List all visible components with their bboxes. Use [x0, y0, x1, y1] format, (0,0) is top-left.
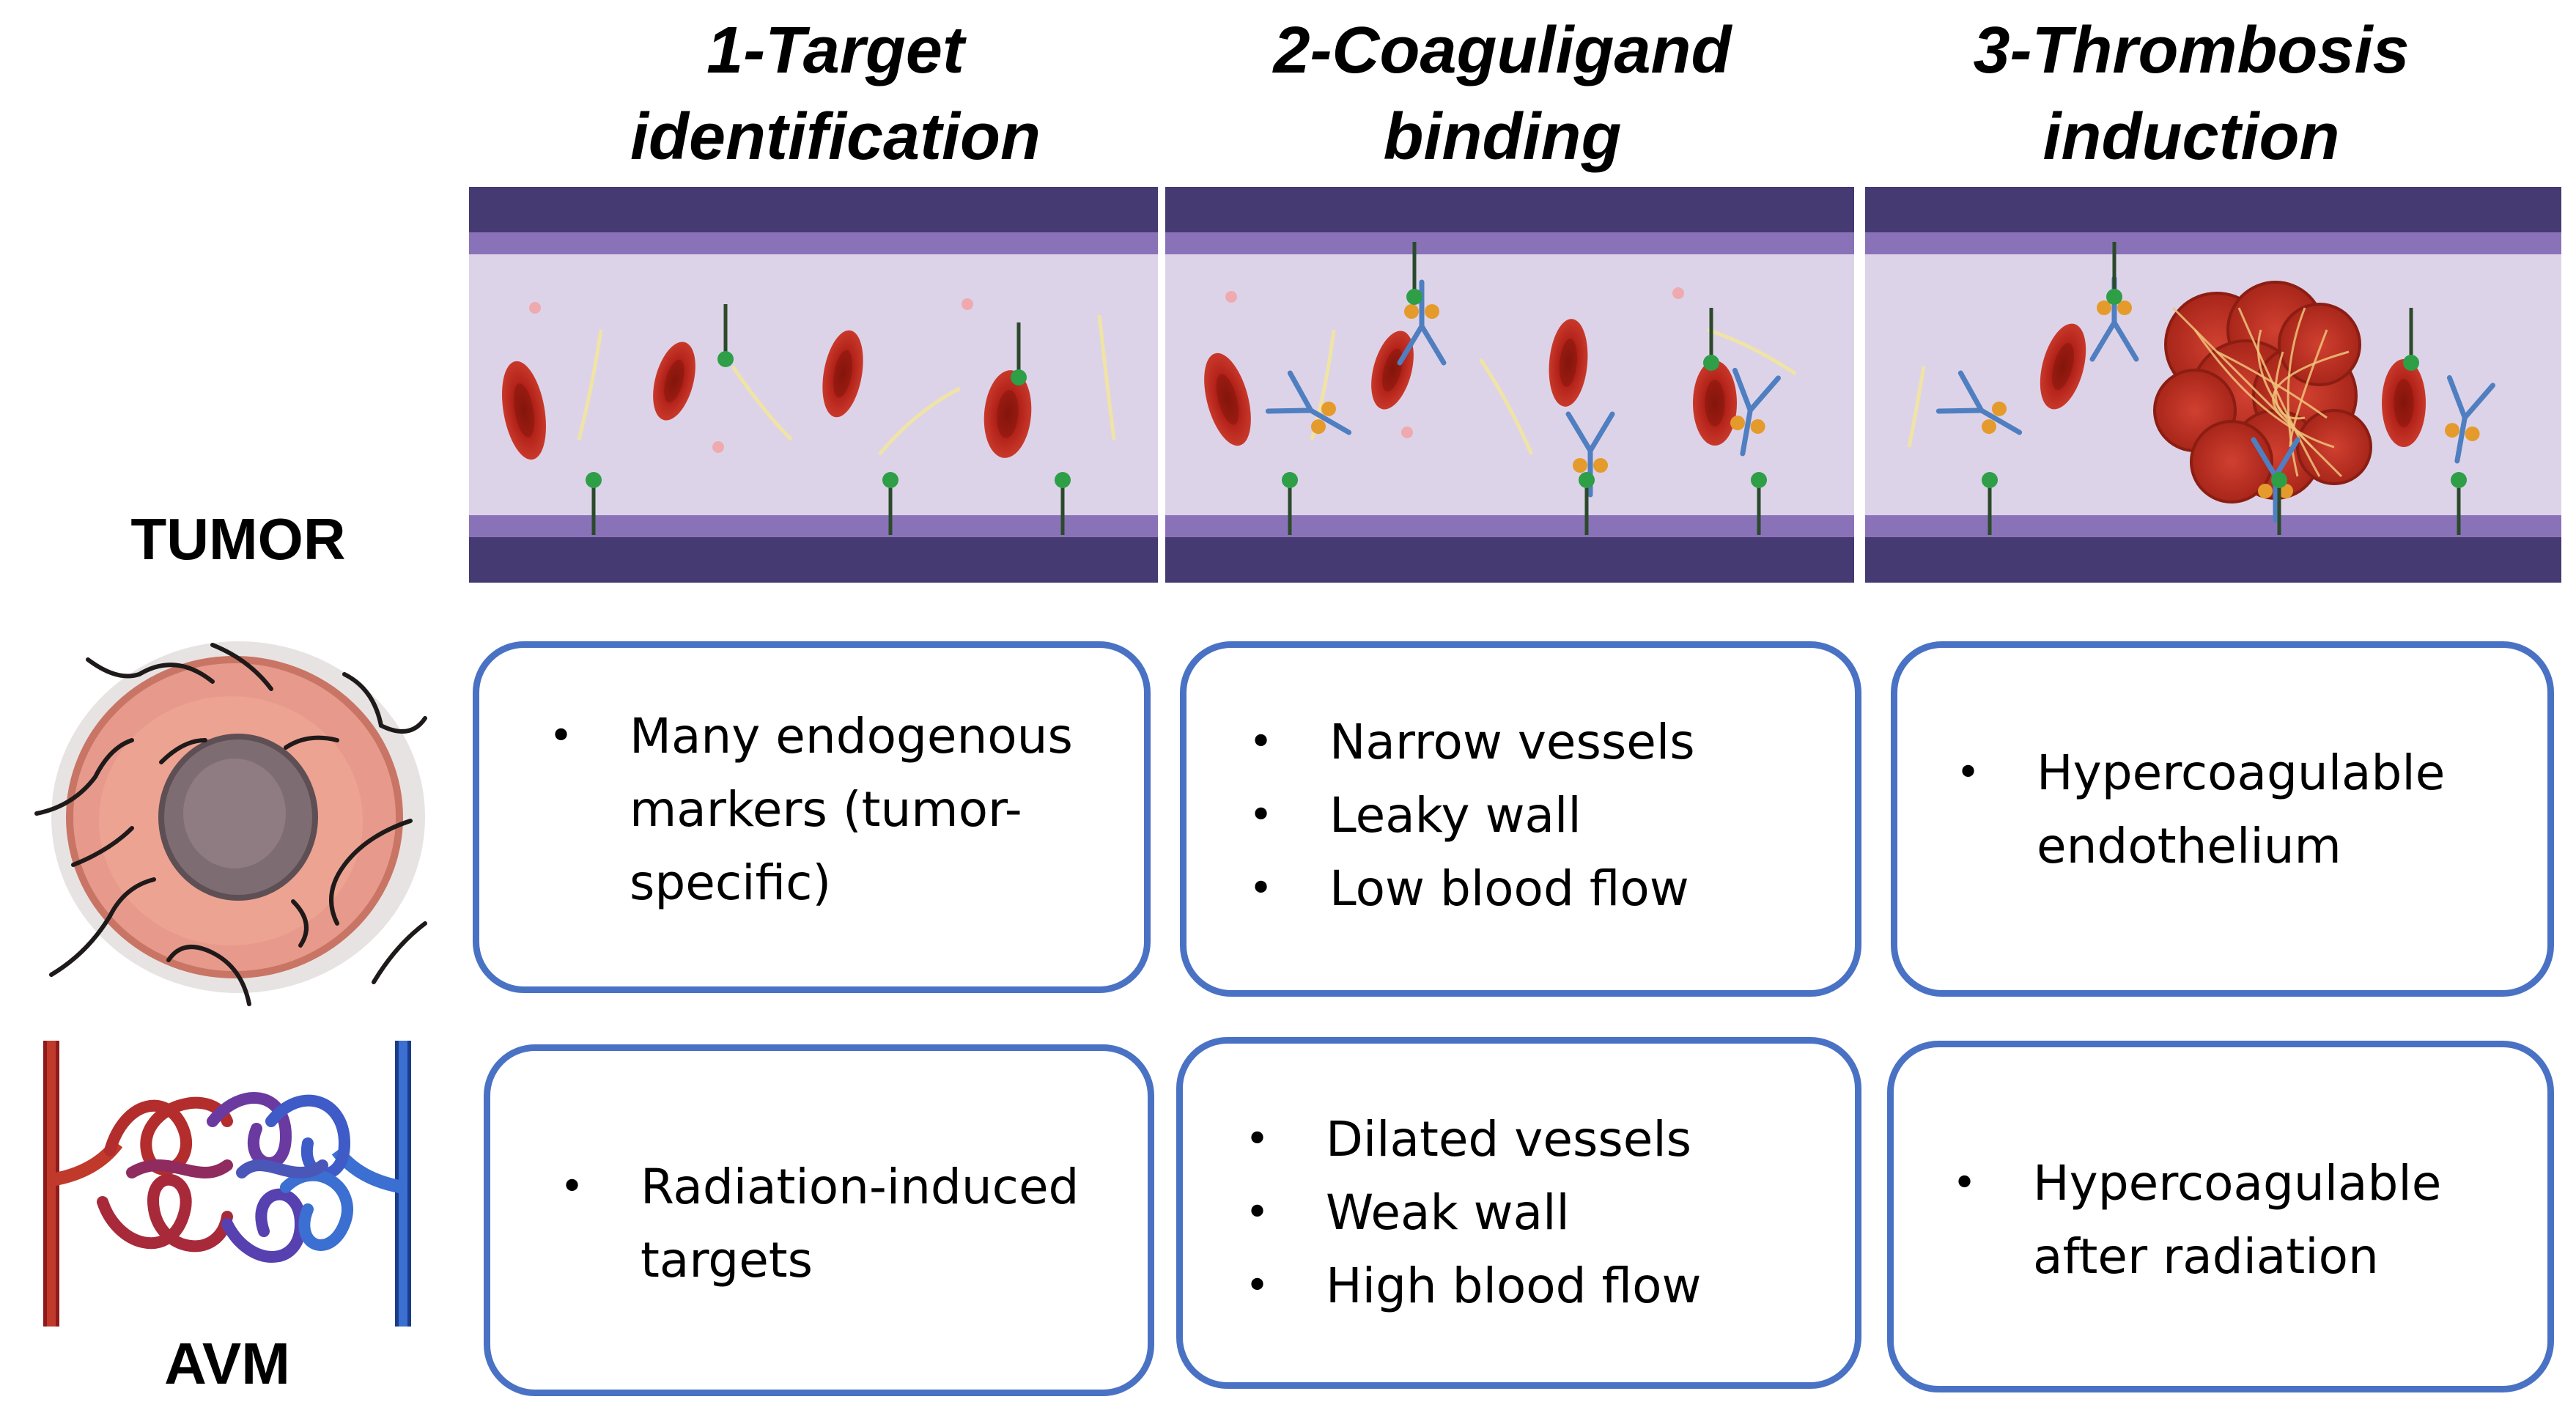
coaguligand-antibody: [1730, 367, 1781, 457]
avm-col3-item: Hypercoagulable after radiation: [1952, 1147, 2465, 1294]
tumor-box-target-identification: Many endogenous markers (tumor-specific): [473, 641, 1151, 993]
target-marker: [1751, 472, 1767, 488]
tumor-col1-item: Many endogenous markers (tumor-specific): [549, 700, 1077, 920]
red-blood-cell: [2382, 359, 2426, 447]
platelet: [1401, 427, 1413, 438]
red-blood-cell: [2040, 323, 2086, 410]
fibrin-strand: [1907, 366, 1926, 448]
tumor-col2-item-2: Leaky wall: [1249, 779, 1695, 852]
avm-box-thrombosis-induction: Hypercoagulable after radiation: [1887, 1041, 2554, 1392]
blood-clot: [2153, 281, 2372, 503]
column-title-2: 2-Coaguligand binding: [1173, 7, 1832, 180]
target-marker: [586, 472, 602, 488]
coaguligand-antibody: [1935, 370, 2023, 435]
column-title-2-line1: 2-Coaguligand: [1273, 14, 1732, 87]
red-blood-cell: [983, 370, 1032, 458]
tumor-box-coaguligand-binding: Narrow vessels Leaky wall Low blood flow: [1180, 641, 1861, 997]
avm-box-coaguligand-binding: Dilated vessels Weak wall High blood flo…: [1176, 1037, 1861, 1389]
avm-col2-item-1: Dilated vessels: [1245, 1103, 1701, 1176]
red-blood-cell: [1549, 319, 1588, 407]
column-title-1: 1-Target identification: [506, 7, 1165, 180]
tumor-col2-item-1: Narrow vessels: [1249, 706, 1695, 779]
red-blood-cell: [1371, 331, 1414, 410]
target-marker: [1982, 472, 1998, 488]
platelet: [1225, 291, 1237, 303]
fibrin-strand: [878, 386, 962, 456]
target-marker: [2106, 289, 2122, 305]
platelet: [1672, 287, 1684, 299]
red-blood-cell: [822, 330, 863, 418]
column-title-3-line1: 3-Thrombosis: [1973, 14, 2410, 87]
target-marker: [1579, 472, 1595, 488]
fibrin-strand: [1478, 358, 1534, 455]
target-marker: [717, 351, 734, 367]
platelet: [962, 298, 973, 310]
tumor-label: TUMOR: [130, 506, 346, 572]
vessel-panel-target-identification: [469, 187, 1158, 583]
avm-col2-item-2: Weak wall: [1245, 1176, 1701, 1250]
vessel-panel-coaguligand-binding: [1165, 187, 1854, 583]
coaguligand-antibody: [1565, 411, 1615, 498]
avm-box-target-identification: Radiation-induced targets: [484, 1044, 1154, 1396]
red-blood-cell: [1693, 361, 1737, 446]
tumor-col3-item: Hypercoagulable endothelium: [1956, 737, 2498, 883]
target-marker: [2451, 472, 2467, 488]
target-marker: [2271, 472, 2287, 488]
column-title-1-line1: 1-Target: [706, 14, 964, 87]
column-title-1-line2: identification: [630, 100, 1041, 174]
target-marker: [1703, 355, 1719, 371]
fibrin-strand: [577, 329, 603, 440]
avm-icon: [43, 1041, 411, 1327]
column-title-3: 3-Thrombosis induction: [1861, 7, 2521, 180]
target-marker: [1055, 472, 1071, 488]
tumor-icon: [34, 641, 427, 1006]
target-marker: [882, 472, 898, 488]
fibrin-strand: [731, 365, 793, 441]
avm-col1-item: Radiation-induced targets: [560, 1151, 1088, 1297]
avm-label: AVM: [164, 1331, 290, 1396]
platelet: [529, 302, 541, 314]
avm-col2-item-3: High blood flow: [1245, 1250, 1701, 1323]
target-marker: [1406, 289, 1422, 305]
vessel-panel-thrombosis-induction: [1865, 187, 2561, 583]
red-blood-cell: [502, 361, 546, 460]
coaguligand-antibody: [1397, 279, 1447, 366]
tumor-box-thrombosis-induction: Hypercoagulable endothelium: [1891, 641, 2554, 997]
target-marker: [2403, 355, 2419, 371]
tumor-col2-item-3: Low blood flow: [1249, 852, 1695, 926]
target-marker: [1282, 472, 1298, 488]
column-title-3-line2: induction: [2042, 100, 2340, 174]
coaguligand-antibody: [2445, 375, 2495, 464]
column-title-2-line2: binding: [1383, 100, 1622, 174]
target-marker: [1011, 369, 1027, 385]
fibrin-strand: [1097, 314, 1116, 440]
vessel-illustration: [469, 187, 2561, 583]
fibrin-strand: [1707, 328, 1797, 376]
red-blood-cell: [653, 342, 695, 421]
platelet: [712, 441, 724, 453]
red-blood-cell: [1204, 353, 1251, 446]
coaguligand-antibody: [1265, 370, 1352, 435]
